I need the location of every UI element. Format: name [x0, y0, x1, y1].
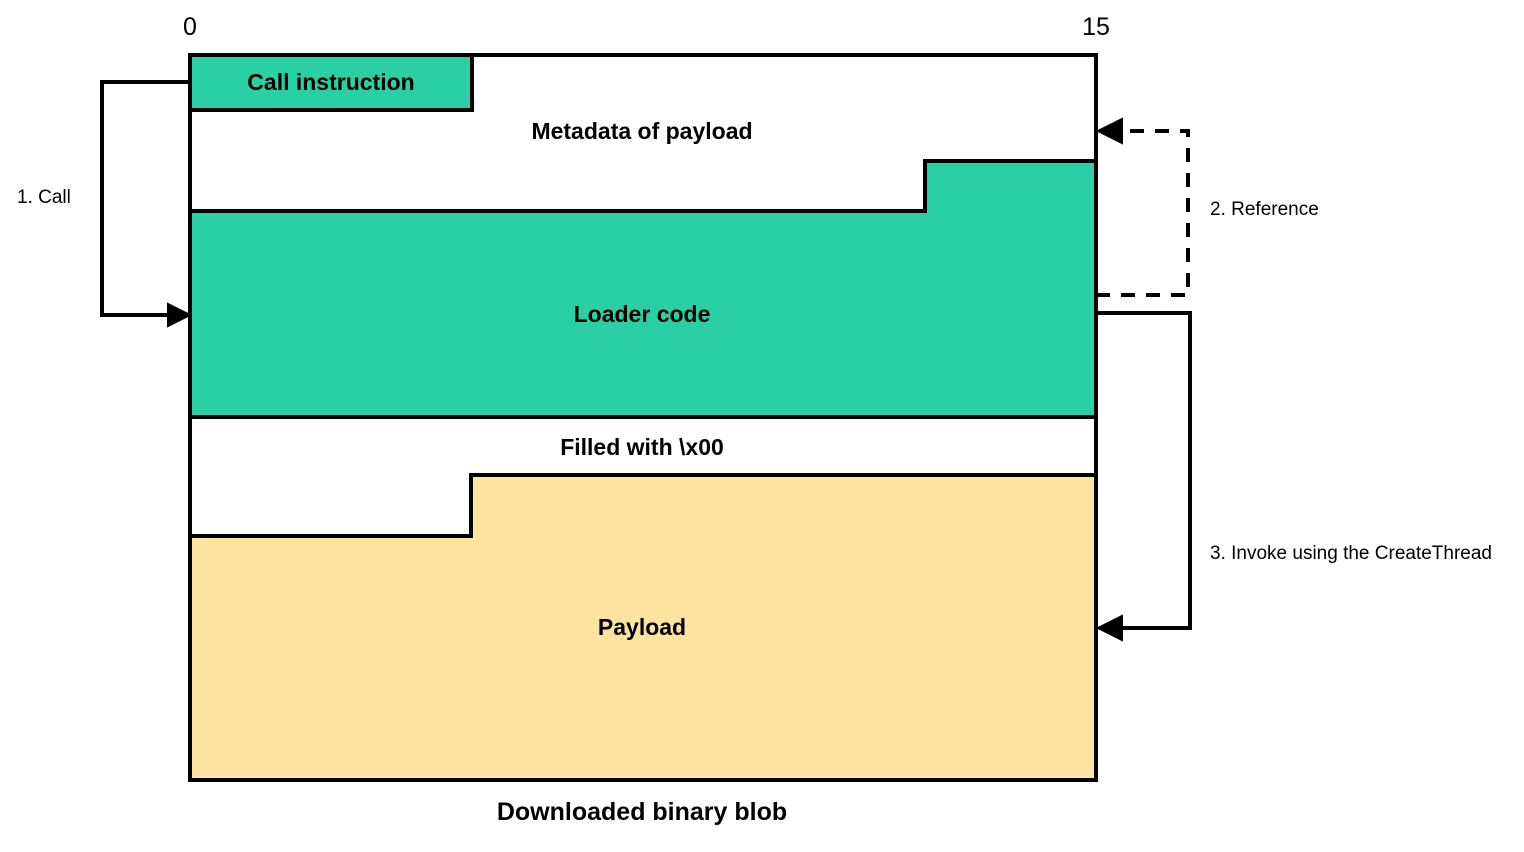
call-instruction-block [188, 53, 474, 112]
step-1-call-arrowhead [167, 302, 193, 328]
call-instruction-label: Call instruction [247, 69, 415, 95]
step-3-invoke-connector [1096, 311, 1192, 630]
filled-with-nulls-label: Filled with \x00 [560, 434, 724, 460]
offset-end-label: 15 [1082, 13, 1110, 41]
step-1-call-connector [100, 80, 190, 317]
step-2-reference-label: 2. Reference [1210, 199, 1319, 220]
loader-code-label: Loader code [573, 301, 711, 327]
step-2-reference-connector [1096, 129, 1190, 297]
payload-label: Payload [597, 614, 687, 640]
blob-outline-overlay [188, 53, 1098, 782]
figure-caption: Downloaded binary blob [496, 798, 788, 826]
step-3-invoke-label: 3. Invoke using the CreateThread [1210, 543, 1493, 564]
step-3-invoke-arrowhead [1095, 614, 1123, 642]
step-2-reference-arrowhead [1095, 117, 1123, 145]
metadata-of-payload-label: Metadata of payload [531, 118, 753, 144]
offset-start-label: 0 [183, 13, 197, 41]
step-1-call-label: 1. Call [17, 187, 71, 208]
